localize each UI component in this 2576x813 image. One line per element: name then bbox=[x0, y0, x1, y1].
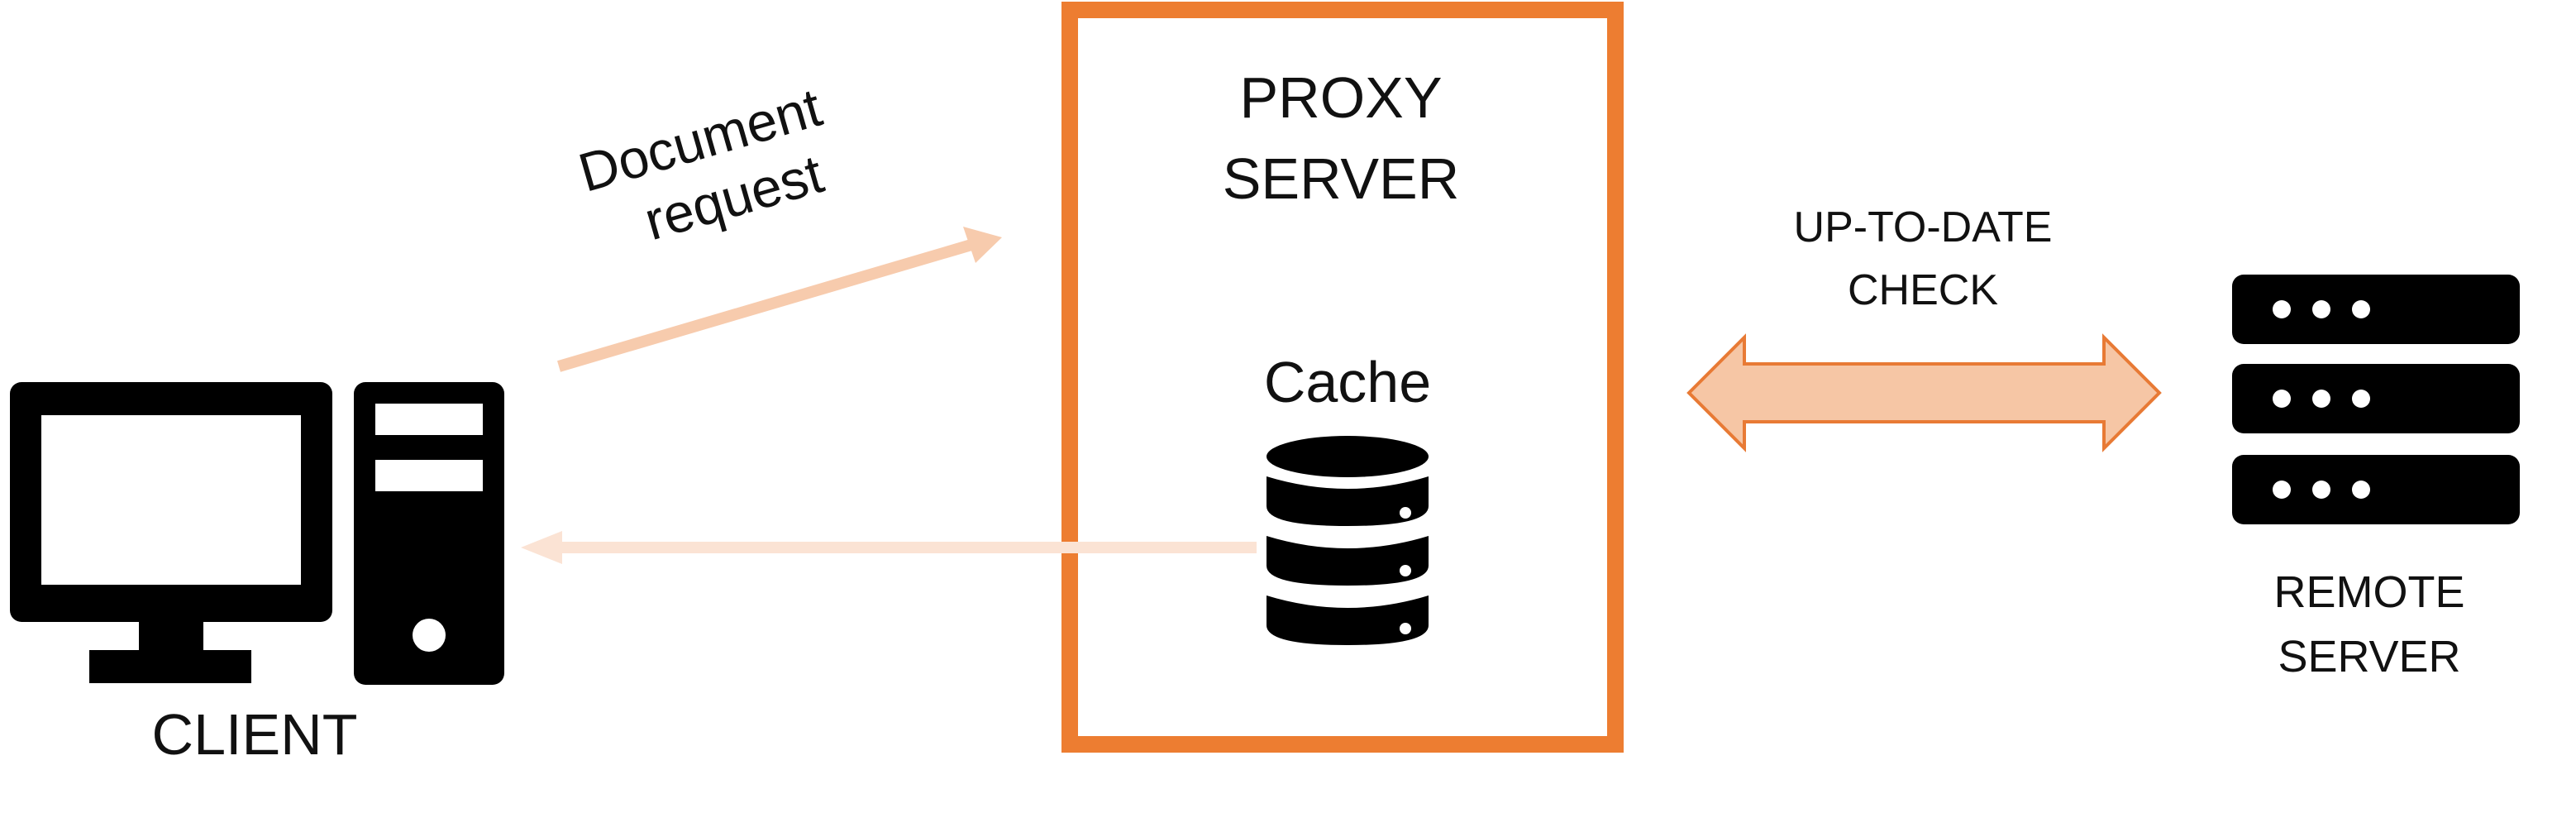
check-label-line2: CHECK bbox=[1848, 266, 1998, 314]
up-to-date-check-arrow bbox=[1686, 333, 2162, 452]
database-icon bbox=[1267, 436, 1429, 645]
proxy-server-box bbox=[1061, 2, 1624, 753]
remote-server-label-line1: REMOTE bbox=[2273, 567, 2464, 617]
desktop-computer-icon bbox=[10, 382, 504, 685]
check-label-line1: UP-TO-DATE bbox=[1794, 203, 2053, 251]
server-rack-icon bbox=[2232, 275, 2520, 524]
client-label: CLIENT bbox=[152, 702, 358, 767]
request-label: Document request bbox=[572, 76, 830, 251]
proxy-server-title-line2: SERVER bbox=[1223, 146, 1460, 211]
cache-label: Cache bbox=[1264, 350, 1431, 414]
remote-server-label-line2: SERVER bbox=[2278, 632, 2460, 681]
proxy-server-title-line1: PROXY bbox=[1239, 65, 1442, 130]
request-arrow bbox=[557, 227, 1002, 372]
response-arrow bbox=[521, 531, 1257, 564]
